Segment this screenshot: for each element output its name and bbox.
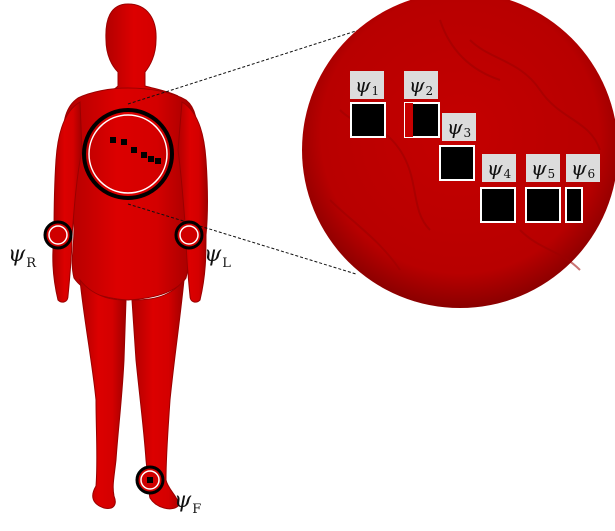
electrode-6-patch: [566, 188, 582, 222]
electrode-3-patch: [440, 146, 474, 180]
electrode-4-patch: [481, 188, 515, 222]
torso: [64, 88, 197, 300]
label-psi-L: ψL: [204, 244, 231, 266]
label-psi-F: ψF: [174, 490, 201, 512]
electrode-1-patch: [351, 103, 385, 137]
label-psi-R: ψR: [8, 244, 36, 266]
head: [104, 4, 178, 96]
electrode-R-ring: [45, 222, 71, 248]
electrode-L-ring: [176, 222, 202, 248]
right-leg: [80, 280, 126, 509]
human-body-model: [53, 4, 208, 509]
electrode-F-ring: [137, 467, 163, 493]
electrode-5-patch: [526, 188, 560, 222]
